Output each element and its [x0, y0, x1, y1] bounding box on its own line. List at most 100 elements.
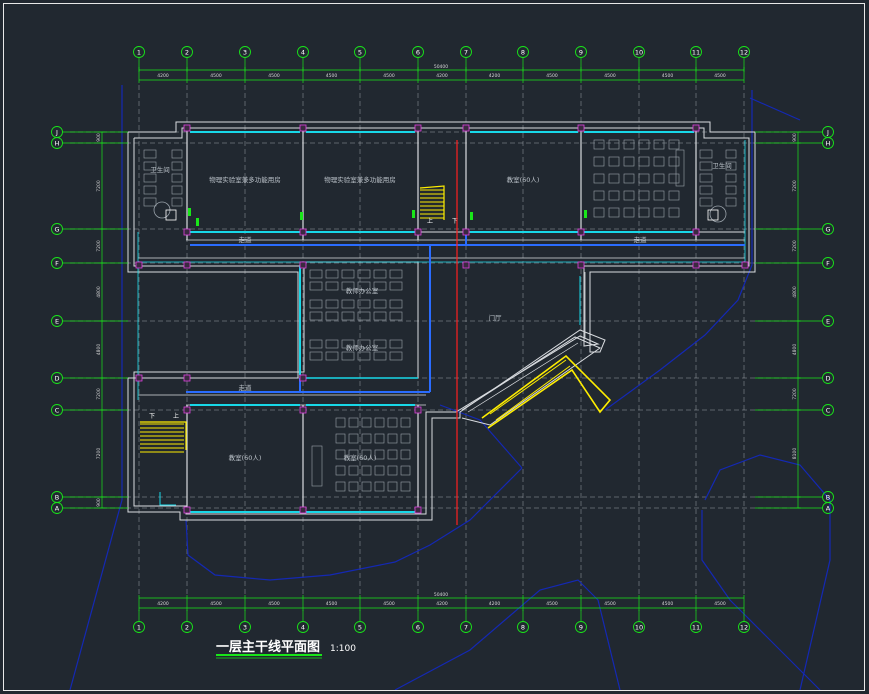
- site-line-right: [604, 90, 753, 411]
- toilet-stall: [143, 185, 157, 195]
- axis-bubble-col-1: [133, 621, 145, 633]
- axis-label-col-5: 5: [358, 49, 362, 57]
- classroom-desk: [608, 156, 620, 167]
- office-desk: [373, 339, 387, 349]
- axis-bubble-col-5: [354, 46, 366, 58]
- teacher-desk: [675, 149, 685, 187]
- classroom-desk: [335, 465, 346, 476]
- axis-bubble-col-5: [354, 621, 366, 633]
- site-line-bottom-right: [394, 579, 621, 691]
- classroom-desk: [638, 190, 650, 201]
- structural-column: [741, 261, 749, 269]
- structural-column: [462, 124, 470, 132]
- axis-label-row-C: C: [55, 407, 60, 415]
- axis-bubble-col-3: [239, 46, 251, 58]
- office-desk: [309, 311, 323, 321]
- entrance-ramp-line: [495, 365, 571, 421]
- structural-column: [414, 406, 422, 414]
- classroom-desk: [335, 481, 346, 492]
- toilet-fixture: [709, 205, 727, 223]
- axis-label-col-8: 8: [521, 624, 525, 632]
- axis-bubble-col-2: [181, 621, 193, 633]
- structural-column: [577, 228, 585, 236]
- classroom-desk: [387, 449, 398, 460]
- axis-label-row-H: H: [826, 140, 831, 148]
- axis-label-col-11: 11: [692, 624, 700, 632]
- classroom-desk: [387, 433, 398, 444]
- dimension-text-right: 4800: [792, 286, 798, 298]
- classroom-desk: [348, 481, 359, 492]
- site-line-bottom-curve: [185, 467, 523, 581]
- axis-label-row-E: E: [55, 318, 59, 326]
- classroom-desk: [374, 433, 385, 444]
- axis-label-col-4: 4: [301, 624, 305, 632]
- axis-label-row-C: C: [826, 407, 831, 415]
- green-door-marker: [412, 210, 415, 218]
- stair-door-cyan: [159, 492, 176, 506]
- axis-label-col-12: 12: [740, 624, 748, 632]
- office-desk: [373, 351, 387, 361]
- room-label-room-10: 走道: [634, 235, 648, 244]
- room-label-room-12: 卫生间: [150, 165, 170, 174]
- dimension-text-bottom: 4200: [489, 601, 501, 607]
- stair-outline: [140, 421, 187, 450]
- dimension-text-top: 4500: [662, 73, 674, 79]
- total-dimension-bottom: 50400: [434, 592, 448, 598]
- axis-bubble-col-7: [460, 46, 472, 58]
- dimension-text-left: 900: [96, 133, 102, 142]
- axis-label-col-6: 6: [416, 49, 420, 57]
- classroom-desk: [387, 417, 398, 428]
- stair-up-label: 上: [427, 217, 433, 225]
- dimension-text-top: 4500: [546, 73, 558, 79]
- axis-label-col-9: 9: [579, 624, 583, 632]
- axis-label-col-7: 7: [464, 49, 468, 57]
- office-desk: [341, 299, 355, 309]
- classroom-desk: [400, 465, 411, 476]
- dimension-text-bottom: 4200: [157, 601, 169, 607]
- site-line-entrance: [439, 404, 523, 469]
- dimension-text-top: 4500: [326, 73, 338, 79]
- office-desk: [357, 281, 371, 291]
- toilet-stall: [143, 173, 157, 183]
- axis-bubble-col-7: [460, 621, 472, 633]
- structural-column: [692, 228, 700, 236]
- green-door-marker: [300, 212, 303, 220]
- room-label-room-6: 教师办公室: [346, 286, 379, 295]
- office-desk: [357, 351, 371, 361]
- classroom-desk: [623, 190, 635, 201]
- entrance-canopy: [461, 336, 602, 426]
- axis-bubble-col-6: [412, 621, 424, 633]
- classroom-desk: [623, 207, 635, 218]
- classroom-desk: [387, 465, 398, 476]
- axis-label-row-B: B: [826, 494, 830, 502]
- axis-label-col-12: 12: [740, 49, 748, 57]
- dimension-text-top: 4500: [383, 73, 395, 79]
- classroom-desk: [653, 207, 665, 218]
- outer-wall-line: [127, 121, 756, 521]
- axis-bubble-col-12: [738, 621, 750, 633]
- dimension-text-top: 4200: [436, 73, 448, 79]
- structural-column: [577, 261, 585, 269]
- classroom-desk: [668, 190, 680, 201]
- toilet-stall: [725, 149, 737, 159]
- office-desk: [309, 281, 323, 291]
- site-line-parking: [704, 454, 831, 691]
- green-door-marker: [196, 218, 199, 226]
- drawing-scale: 1:100: [330, 644, 356, 654]
- axis-label-row-J: J: [55, 129, 58, 137]
- dimension-text-bottom: 4500: [210, 601, 222, 607]
- office-desk: [325, 281, 339, 291]
- axis-bubble-col-10: [633, 46, 645, 58]
- classroom-desk: [608, 173, 620, 184]
- room-label-room-1: 物理实验室兼多功能用房: [209, 175, 281, 184]
- axis-label-col-10: 10: [635, 49, 643, 57]
- dimension-text-bottom: 4500: [546, 601, 558, 607]
- axis-bubble-col-12: [738, 46, 750, 58]
- classroom-desk: [623, 139, 635, 150]
- window-and-partition-lines: [137, 131, 746, 513]
- axis-bubble-col-10: [633, 621, 645, 633]
- room-label-room-11: 走道: [239, 383, 253, 392]
- classroom-desk: [374, 417, 385, 428]
